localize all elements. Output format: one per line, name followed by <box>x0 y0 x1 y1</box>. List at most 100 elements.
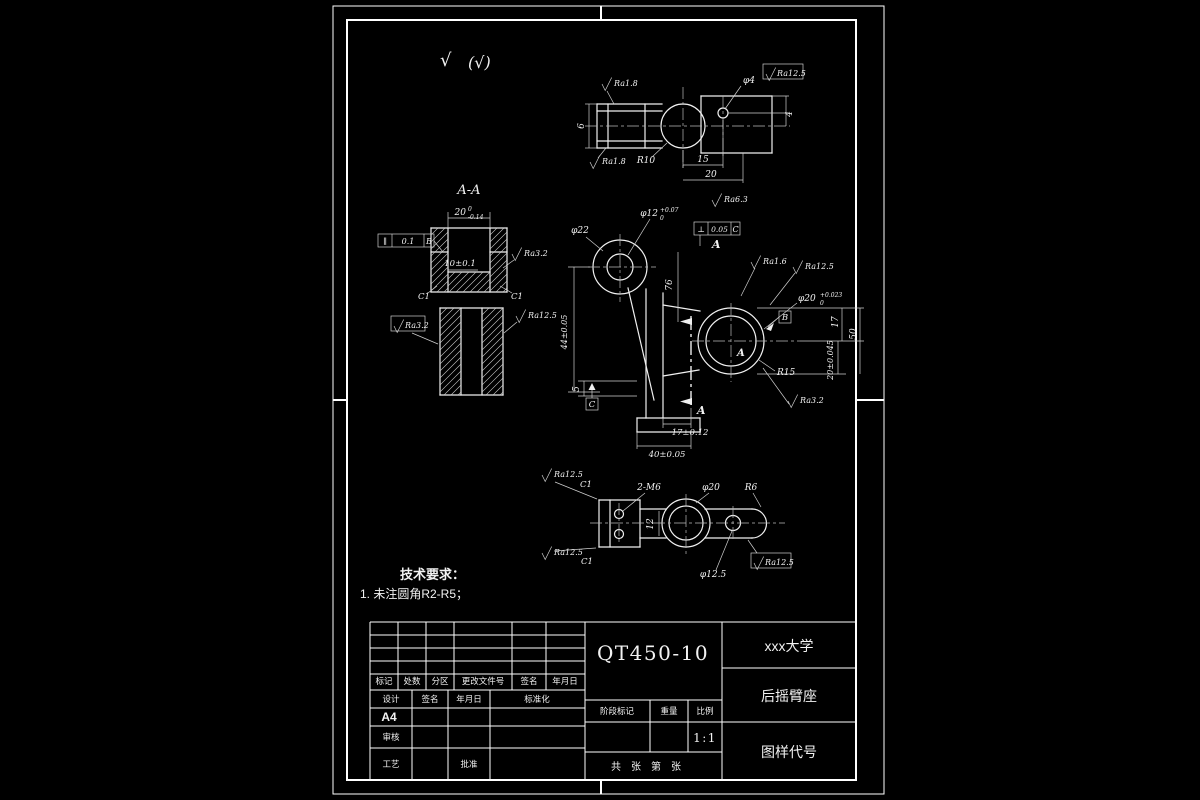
dim-phi4: φ4 <box>743 76 755 86</box>
drawing-code-label: 图样代号 <box>761 744 817 760</box>
scale-value: 1:1 <box>693 731 717 745</box>
roughness-icon <box>792 260 804 275</box>
row-pizhun: 批准 <box>460 759 478 769</box>
roughness-icon <box>711 193 723 208</box>
university-name: xxx大学 <box>765 638 814 654</box>
label-ra1-8-bottom: Ra1.8 <box>601 157 626 166</box>
dim-50: 50 <box>849 328 859 340</box>
dim-phi12: φ12 <box>640 209 658 219</box>
hatch-area <box>439 307 462 396</box>
roughness-icon <box>765 67 777 82</box>
roughness-icon <box>511 247 523 262</box>
sheets-note: 共 张 第 张 <box>611 760 681 773</box>
roughness-icon <box>589 155 601 170</box>
hatch-area <box>489 227 508 293</box>
front-dimensions: φ22 φ12 +0.07 0 Ra6.3 ⊥ 0.05 C A 76 Ra1.… <box>560 193 864 460</box>
row-date: 年月日 <box>456 694 482 704</box>
stage-mark-label: 阶段标记 <box>600 706 635 716</box>
front-outline <box>592 239 765 433</box>
title-block: 标记 处数 分区 更改文件号 签名 年月日 设计 签名 年月日 标准化 A4 审… <box>369 621 856 780</box>
gdt-frame <box>377 233 435 248</box>
roughness-icon <box>515 309 527 324</box>
bottom-view: Ra12.5 C1 2-M6 φ20 R6 12 Ra12.5 C1 φ12.5… <box>541 468 794 580</box>
dim-20-tol045: 20±0.045 <box>826 340 835 381</box>
dim-2-m6: 2-M6 <box>636 483 661 493</box>
section-arrow-label-top: A <box>711 238 721 251</box>
dim-20-tol: 20 <box>454 208 467 218</box>
dim-phi12-5: φ12.5 <box>700 570 727 580</box>
datum-c-label: C <box>589 400 596 410</box>
roughness-icon <box>541 546 553 561</box>
dim-phi20-lower: 0 <box>820 300 824 307</box>
top-view-outline <box>596 95 773 154</box>
row-gongyi: 工艺 <box>382 759 399 769</box>
bottom-dimensions: Ra12.5 C1 2-M6 φ20 R6 12 Ra12.5 C1 φ12.5… <box>541 468 794 580</box>
gdt-datum: B <box>425 237 432 246</box>
chamfer-c1-right: C1 <box>511 292 523 302</box>
check-mark-paren: (√) <box>468 53 491 72</box>
scale-label: 比例 <box>696 706 713 716</box>
datum-triangle-icon <box>766 323 774 331</box>
dim-20-tol-lower: -0.14 <box>468 214 484 221</box>
check-mark: √ <box>440 50 452 71</box>
roughness-box <box>762 63 804 80</box>
dim-20-tol-upper: 0 <box>468 206 472 213</box>
label-ra6-3: Ra6.3 <box>723 195 748 204</box>
front-centerlines <box>588 234 800 382</box>
dim-phi20-upper: +0.023 <box>820 292 842 299</box>
rev-header-qianming: 签名 <box>520 676 537 686</box>
datum-triangle-icon <box>588 383 596 390</box>
dim-r15: R15 <box>776 368 796 378</box>
r6-round-end <box>751 508 768 539</box>
label-ra12-5-bottomright: Ra12.5 <box>764 558 794 567</box>
part-name: 后摇臂座 <box>761 688 817 704</box>
rev-header-date: 年月日 <box>552 676 578 686</box>
chamfer-c1-top: C1 <box>580 480 592 490</box>
dim-6: 6 <box>577 123 587 129</box>
chamfer-c1-bottom: C1 <box>581 557 593 567</box>
hatch-area <box>447 271 491 293</box>
dim-phi12-lower: 0 <box>660 215 664 222</box>
dim-76: 76 <box>665 279 675 291</box>
gdt-frame <box>693 221 741 236</box>
gdt-symbol: ∥ <box>383 237 387 246</box>
gdt-value: 0.05 <box>711 225 728 234</box>
section-arrow-label-mid: A <box>736 348 745 359</box>
weight-label: 重量 <box>660 706 678 716</box>
row-sheji: 设计 <box>382 694 400 704</box>
label-ra3-2-hub: Ra3.2 <box>799 396 824 405</box>
dim-44: 44±0.05 <box>560 315 569 351</box>
dim-phi20: φ20 <box>798 294 816 304</box>
paper-size: A4 <box>381 710 397 724</box>
section-arrow-label-bottom: A <box>696 404 706 417</box>
roughness-icon <box>787 394 799 409</box>
rev-header-fenqu: 分区 <box>431 676 449 686</box>
dim-40: 40±0.05 <box>648 450 686 460</box>
dim-20: 20 <box>704 170 717 180</box>
title-block-text: 标记 处数 分区 更改文件号 签名 年月日 设计 签名 年月日 标准化 A4 审… <box>375 638 817 773</box>
label-ra1-6: Ra1.6 <box>762 257 787 266</box>
dim-4: 4 <box>785 111 795 118</box>
dim-phi12-upper: +0.07 <box>660 207 679 214</box>
dim-r10: R10 <box>636 156 656 166</box>
dim-r6: R6 <box>744 483 758 493</box>
tech-req-heading: 技术要求： <box>400 567 465 582</box>
cut-arrow-icon <box>680 398 692 405</box>
section-a-a-view: A-A 20 0 <box>377 183 557 396</box>
dim-5: 5 <box>572 386 582 392</box>
section-lower-outline <box>439 307 504 396</box>
roughness-icon <box>541 468 553 483</box>
datum-b-label: B <box>781 313 788 323</box>
rev-header-file-no: 更改文件号 <box>462 676 505 686</box>
roughness-icon <box>753 556 765 571</box>
roughness-icon <box>750 255 762 270</box>
front-view: φ22 φ12 +0.07 0 Ra6.3 ⊥ 0.05 C A 76 Ra1.… <box>560 193 864 460</box>
chamfer-c1-left: C1 <box>418 292 430 302</box>
cut-arrow-icon <box>680 318 692 325</box>
label-ra12-5-topleft: Ra12.5 <box>553 470 583 479</box>
row-shenhe: 审核 <box>382 732 400 742</box>
dim-15: 15 <box>697 155 709 165</box>
rev-header-biaoji: 标记 <box>375 676 393 686</box>
